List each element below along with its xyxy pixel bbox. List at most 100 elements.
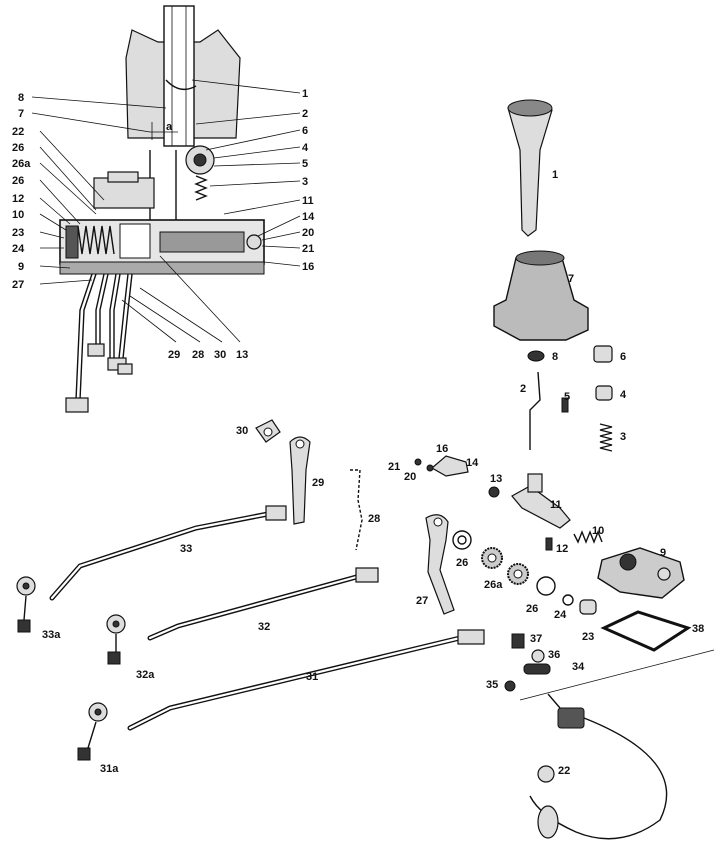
selector-rods-cutaway: [75, 273, 129, 401]
cap-6: [593, 345, 613, 363]
label-23: 23: [582, 631, 594, 643]
callout-12: 12: [12, 193, 24, 205]
callout-a: a: [166, 121, 173, 133]
exploded-labels: 1 7 8 6 2 4 5 3 30 16 21 20 14 29 13 11 …: [42, 169, 704, 777]
label-1: 1: [552, 169, 558, 181]
pin-5: [561, 397, 569, 413]
callout-4: 4: [302, 142, 309, 154]
label-8: 8: [552, 351, 558, 363]
label-16: 16: [436, 443, 448, 455]
spring-3: [599, 423, 613, 452]
cutaway-labels: 8 7 22 26 26a 26 12 10 23 24 9 27 a 1 2 …: [12, 88, 315, 361]
callout-16: 16: [302, 261, 314, 273]
label-20: 20: [404, 471, 416, 483]
part-13: [488, 486, 500, 498]
callout-13: 13: [236, 349, 248, 361]
part-28: [350, 469, 363, 551]
cutaway-leaders: [31, 79, 301, 343]
label-37: 37: [530, 633, 542, 645]
label-36: 36: [548, 649, 560, 661]
label-6: 6: [620, 351, 626, 363]
label-26-second: 26: [526, 603, 538, 615]
arm-29: [289, 436, 311, 525]
part-4: [595, 385, 613, 401]
arm-27: [425, 514, 455, 615]
callout-23: 23: [12, 227, 24, 239]
label-2: 2: [520, 383, 526, 395]
pin-12: [545, 537, 553, 551]
label-31: 31: [306, 671, 318, 683]
callout-21: 21: [302, 243, 314, 255]
label-9: 9: [660, 547, 666, 559]
label-13: 13: [490, 473, 502, 485]
callout-1: 1: [302, 88, 308, 100]
callout-28: 28: [192, 349, 204, 361]
label-27: 27: [416, 595, 428, 607]
label-26a: 26a: [484, 579, 503, 591]
label-10: 10: [592, 525, 604, 537]
label-12: 12: [556, 543, 568, 555]
callout-8: 8: [18, 92, 24, 104]
label-26: 26: [456, 557, 468, 569]
label-11: 11: [550, 499, 562, 511]
callout-7: 7: [18, 108, 24, 120]
label-14: 14: [466, 457, 479, 469]
spring-10: [573, 530, 603, 544]
bracket-16: [430, 455, 469, 477]
callout-2: 2: [302, 108, 308, 120]
callout-22: 22: [12, 126, 24, 138]
shift-knob: [507, 101, 553, 237]
boot-base: [493, 253, 589, 341]
callout-29: 29: [168, 349, 180, 361]
cutaway-assembly: [59, 5, 265, 413]
label-33: 33: [180, 543, 192, 555]
label-28: 28: [368, 513, 380, 525]
callout-24: 24: [12, 243, 25, 255]
callout-3: 3: [302, 176, 308, 188]
callout-26-second: 26: [12, 175, 24, 187]
callout-26a: 26a: [12, 158, 31, 170]
label-32: 32: [258, 621, 270, 633]
callout-20: 20: [302, 227, 314, 239]
cable-connector: [557, 707, 585, 729]
callout-11: 11: [302, 195, 314, 207]
washer-26: [452, 530, 472, 550]
gasket-38: [600, 610, 692, 652]
callout-30: 30: [214, 349, 226, 361]
exploded-parts: [255, 99, 715, 840]
label-38: 38: [692, 623, 704, 635]
callout-14: 14: [302, 211, 315, 223]
label-30: 30: [236, 425, 248, 437]
washer-ring: [536, 576, 556, 596]
label-24: 24: [554, 609, 567, 621]
label-22: 22: [558, 765, 570, 777]
ring-8: [527, 350, 545, 362]
grommet-22: [537, 805, 559, 839]
part-23: [579, 599, 597, 615]
label-32a: 32a: [136, 669, 155, 681]
callout-10: 10: [12, 209, 24, 221]
label-3: 3: [620, 431, 626, 443]
label-31a: 31a: [100, 763, 119, 775]
housing-9: [597, 547, 685, 599]
label-7: 7: [568, 273, 574, 285]
callout-5: 5: [302, 158, 308, 170]
lever-2: [529, 371, 541, 450]
label-4: 4: [620, 389, 627, 401]
label-5: 5: [564, 391, 570, 403]
part-34: [523, 663, 551, 675]
label-35: 35: [486, 679, 498, 691]
part-35: [504, 680, 516, 692]
label-29: 29: [312, 477, 324, 489]
label-21: 21: [388, 461, 400, 473]
shift-lever: [163, 5, 195, 147]
part-24: [562, 594, 574, 606]
label-33a: 33a: [42, 629, 61, 641]
callout-26: 26: [12, 142, 24, 154]
cutaway-spring: [194, 175, 208, 201]
label-34: 34: [572, 661, 585, 673]
callout-27: 27: [12, 279, 24, 291]
part-37: [511, 633, 525, 649]
part-36: [531, 649, 545, 663]
